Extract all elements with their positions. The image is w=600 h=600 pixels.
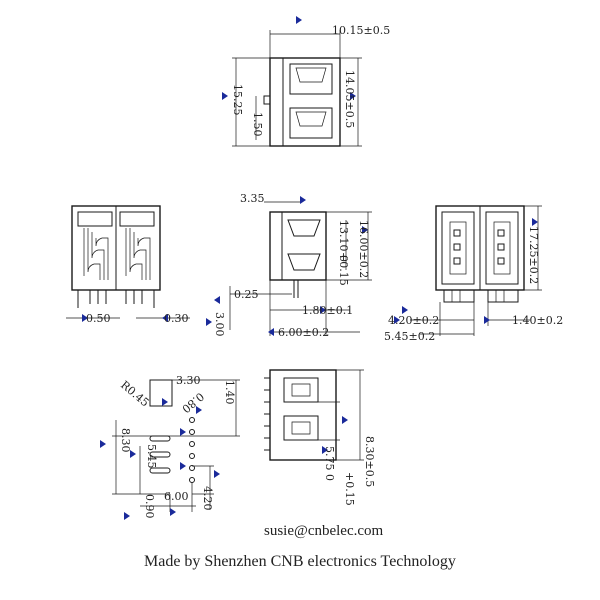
dim-back-b1: 4.20±0.2: [388, 314, 439, 327]
dim-bv-sub: 5.75 0: [323, 446, 336, 481]
top-port-lower-tongue: [295, 111, 327, 127]
dim-top-width: 10.15±0.5: [332, 24, 390, 37]
top-port-upper: [289, 63, 333, 95]
dim-top-tab: 1.50: [251, 112, 264, 137]
front-pins: [77, 290, 155, 308]
footer-maker: Made by Shenzhen CNB electronics Technol…: [144, 553, 456, 570]
front-pin-traces-left: [83, 228, 109, 280]
dim-front-left: 0.50: [86, 312, 111, 325]
top-view: 10.15±0.5 15.25 14.05±0.5 1.50: [222, 16, 390, 147]
top-tab: [263, 95, 271, 105]
dim-fp-radius: R0.45: [118, 378, 151, 409]
dim-side-top: 3.35: [240, 192, 265, 205]
dim-side-b1: 1.80±0.1: [302, 304, 353, 317]
dim-fp-width: 3.30: [176, 374, 201, 387]
dim-fp-d2: 1.40: [223, 380, 236, 405]
dim-side-h2: 13.10 0: [337, 220, 350, 262]
dim-fp-bottom: 6.00: [164, 490, 189, 503]
footprint-tab: [149, 379, 173, 407]
dim-top-inner: 14.05±0.5: [343, 70, 356, 128]
dim-bv-tol: +0.15: [343, 472, 356, 506]
dim-fp-d1: 0.80: [179, 390, 206, 416]
dim-fp-mid: 5.45: [145, 444, 158, 469]
dim-back-b3: 5.45±0.2: [384, 330, 435, 343]
dim-front-right: 0.30: [164, 312, 189, 325]
dim-bv-h: 8.30±0.5: [363, 436, 376, 487]
dim-fp-right: 4.20: [201, 486, 214, 511]
top-port-lower: [289, 107, 333, 139]
dim-top-height: 15.25: [231, 84, 244, 116]
dim-side-h2-tol: +0.15: [337, 252, 350, 286]
dim-side-pin: 0.25: [234, 288, 259, 301]
front-pin-traces-right: [125, 228, 151, 280]
footer-email: susie@cnbelec.com: [264, 523, 384, 539]
dim-side-h1: 16.00±0.2: [357, 220, 370, 278]
front-view: 0.50 0.30: [66, 205, 190, 325]
dim-back-b2: 1.40±0.2: [512, 314, 563, 327]
dim-fp-h: 8.30: [119, 428, 132, 453]
side-view: 3.35 16.00±0.2 13.10 0 +0.15 0.25 3.00 1…: [206, 192, 372, 339]
dim-back-height: 17.25±0.2: [527, 226, 540, 284]
footprint-view: R0.45 3.30 0.80 1.40 8.30 5.45 0.90 6.00…: [100, 374, 240, 520]
footprint-holes: [149, 417, 195, 483]
dim-side-b2: 6.00±0.2: [278, 326, 329, 339]
back-view: 17.25±0.2 4.20±0.2 1.40±0.2 5.45±0.2: [384, 205, 563, 343]
top-port-upper-tongue: [295, 67, 327, 83]
dim-side-depth: 3.00: [213, 312, 226, 337]
top-body-outline: [269, 57, 341, 147]
bottom-view: 8.30±0.5 5.75 0 +0.15: [264, 369, 376, 506]
back-pins: [443, 289, 519, 303]
dim-fp-pitch: 0.90: [143, 494, 156, 519]
